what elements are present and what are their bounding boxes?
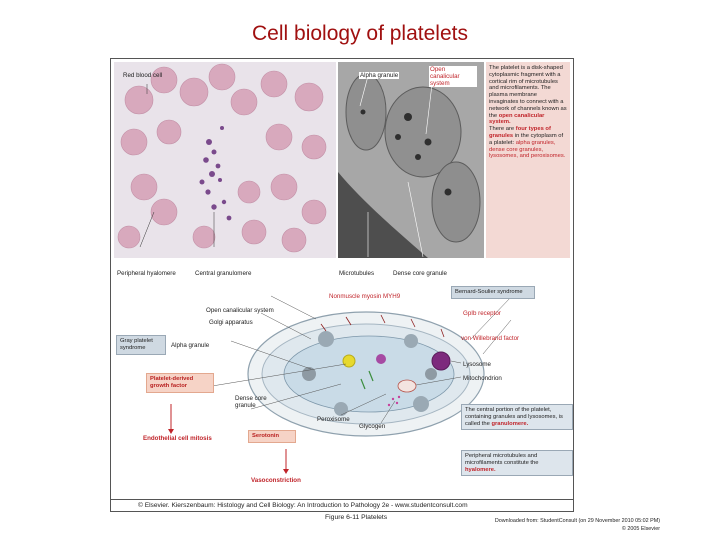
label-nonmuscle-myosin: Nonmuscle myosin MYH9 — [329, 293, 401, 300]
description-p1: The platelet is a disk-shaped cytoplasmi… — [489, 65, 567, 119]
label-open-canalicular-em: Open canalicular system — [429, 66, 477, 87]
copyright-line: © Elsevier. Kierszenbaum: Histology and … — [111, 499, 573, 511]
hyalomere-term: hyalomere. — [465, 466, 496, 473]
light-micrograph — [114, 62, 336, 258]
label-open-canalicular-system: Open canalicular system — [206, 307, 274, 314]
granulomere-text: The central portion of the platelet, con… — [465, 407, 563, 427]
label-alpha-granule: Alpha granule — [171, 342, 210, 349]
label-central-granulomere: Central granulomere — [195, 270, 252, 277]
label-gray-platelet-syndrome: Gray platelet syndrome — [116, 335, 166, 355]
label-glycogen: Glycogen — [359, 423, 386, 430]
description-four-types: four types of granules — [489, 126, 551, 139]
hyalomere-box: Peripheral microtubules and microfilamen… — [461, 450, 573, 477]
label-gpib-receptor: GpIb receptor — [463, 310, 501, 317]
granulomere-term: granulomere. — [491, 420, 529, 427]
label-von-willebrand: von Willebrand factor — [461, 335, 520, 342]
label-mitochondrion: Mitochondrion — [463, 375, 502, 382]
slide-title: Cell biology of platelets — [252, 22, 468, 45]
platelet-schematic — [168, 295, 512, 474]
label-bernard-soulier: Bernard-Soulier syndrome — [451, 286, 535, 299]
citation-line-2: © 2005 Elsevier — [621, 526, 660, 532]
citation-line-1: Downloaded from: StudentConsult (on 29 N… — [494, 518, 660, 524]
figure-caption: Figure 6-11 Platelets — [325, 514, 388, 521]
label-peroxisome: Peroxisome — [317, 416, 350, 423]
label-dense-core-granule: Dense core granule — [235, 395, 267, 409]
label-golgi: Golgi apparatus — [209, 319, 253, 326]
label-serotonin: Serotonin — [248, 430, 296, 443]
description-p2-a: There are — [489, 126, 515, 133]
description-panel: The platelet is a disk-shaped cytoplasmi… — [486, 62, 570, 258]
label-red-blood-cell: Red blood cell — [123, 72, 163, 79]
label-alpha-granule-em: Alpha granule — [359, 72, 400, 79]
granulomere-box: The central portion of the platelet, con… — [461, 404, 573, 431]
platelet-figure: Red blood cell Alpha granule Open canali… — [110, 58, 574, 512]
label-peripheral-hyalomere: Peripheral hyalomere — [117, 270, 176, 277]
hyalomere-text: Peripheral microtubules and microfilamen… — [465, 453, 539, 466]
description-granule-list: alpha granules, dense core granules, lys… — [489, 139, 566, 160]
label-lysosome: Lysosome — [463, 361, 491, 368]
electron-micrograph — [338, 62, 484, 258]
description-open-canalicular: open canalicular system. — [489, 112, 545, 126]
label-pdgf: Platelet-derived growth factor — [146, 373, 214, 393]
description-text: The platelet is a disk-shaped cytoplasmi… — [489, 65, 567, 160]
label-microtubules: Microtubules — [339, 270, 375, 277]
description-p2-b: in the cytoplasm of a platelet: — [489, 132, 564, 146]
label-vasoconstriction: Vasoconstriction — [251, 477, 301, 484]
label-dense-core-granule-em: Dense core granule — [393, 270, 448, 277]
citation: Downloaded from: StudentConsult (on 29 N… — [420, 517, 660, 533]
label-endothelial-mitosis: Endothelial cell mitosis — [143, 435, 212, 442]
